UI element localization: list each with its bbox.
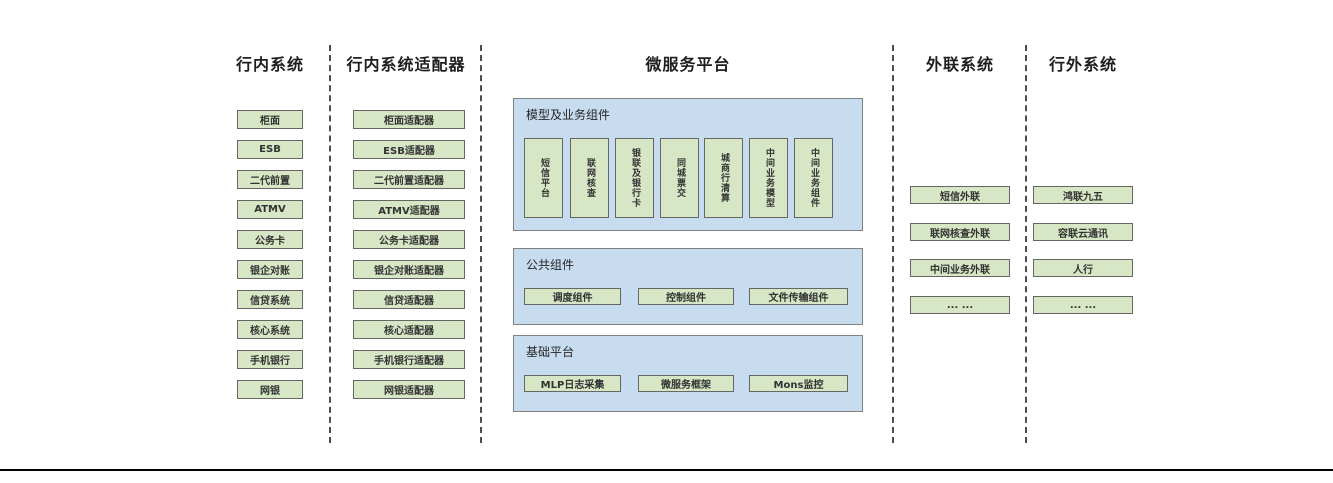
component-box: 中间业务模型 [749,138,788,218]
node-box: 核心系统 [237,320,303,339]
node-box: 公务卡 [237,230,303,249]
column-header-internal-adapters: 行内系统适配器 [346,55,466,74]
column-header-microservice-platform: 微服务平台 [645,55,731,74]
column-divider [1025,45,1027,443]
node-box: 银企对账适配器 [353,260,465,279]
panel-title: 基础平台 [526,345,575,359]
node-box: ATMV [237,200,303,219]
column-header-external-systems: 行外系统 [1048,55,1117,74]
component-box: 短信平台 [524,138,563,218]
node-box: 柜面 [237,110,303,129]
panel-title: 公共组件 [526,258,575,272]
node-box: ... ... [910,296,1010,314]
node-box: 信贷适配器 [353,290,465,309]
node-box: 柜面适配器 [353,110,465,129]
component-box: 调度组件 [524,288,621,305]
node-box: 鸿联九五 [1033,186,1133,204]
component-box: 同城票交 [660,138,699,218]
node-box: 网银 [237,380,303,399]
node-box: 二代前置 [237,170,303,189]
panel-title: 模型及业务组件 [526,108,611,122]
node-box: 网银适配器 [353,380,465,399]
component-box: Mons监控 [749,375,848,392]
node-box: 容联云通讯 [1033,223,1133,241]
node-box: ESB适配器 [353,140,465,159]
node-box: 手机银行适配器 [353,350,465,369]
component-box: 城商行清算 [704,138,743,218]
component-box: 微服务框架 [638,375,734,392]
component-box: 中间业务组件 [794,138,833,218]
node-box: 手机银行 [237,350,303,369]
column-header-internal-systems: 行内系统 [235,55,304,74]
component-box: 银联及银行卡 [615,138,654,218]
bottom-rule [0,469,1333,471]
node-box: 信贷系统 [237,290,303,309]
panel-common-components: 公共组件 调度组件 控制组件 文件传输组件 [513,248,863,325]
component-box: 文件传输组件 [749,288,848,305]
node-box: 联网核查外联 [910,223,1010,241]
panel-base-platform: 基础平台 MLP日志采集 微服务框架 Mons监控 [513,335,863,412]
node-box: ... ... [1033,296,1133,314]
node-box: 公务卡适配器 [353,230,465,249]
node-box: 二代前置适配器 [353,170,465,189]
node-box: 人行 [1033,259,1133,277]
component-box: 控制组件 [638,288,734,305]
node-box: 核心适配器 [353,320,465,339]
column-divider [480,45,482,443]
node-box: 银企对账 [237,260,303,279]
component-box: MLP日志采集 [524,375,621,392]
column-divider [892,45,894,443]
node-box: ATMV适配器 [353,200,465,219]
component-box: 联网核查 [570,138,609,218]
node-box: 短信外联 [910,186,1010,204]
node-box: 中间业务外联 [910,259,1010,277]
column-divider [329,45,331,443]
node-box: ESB [237,140,303,159]
panel-model-business-components: 模型及业务组件 短信平台 联网核查 银联及银行卡 同城票交 城商行清算 中间业务… [513,98,863,231]
column-header-outbound-systems: 外联系统 [925,55,994,74]
